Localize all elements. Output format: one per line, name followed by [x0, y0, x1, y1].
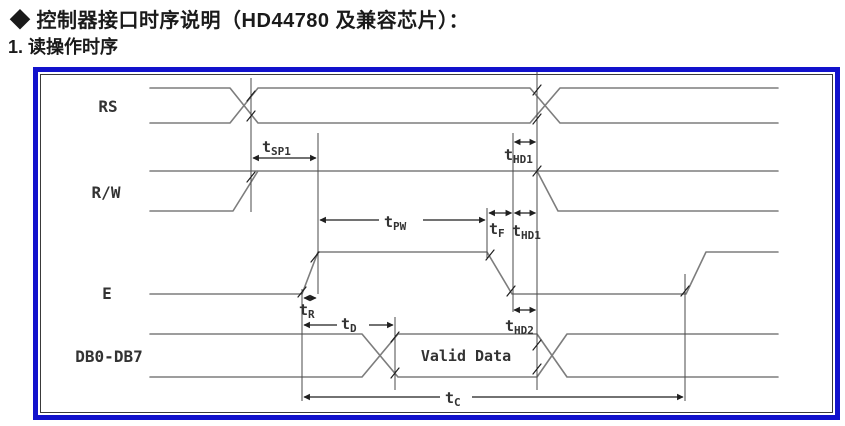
db-bus-waveform [149, 333, 779, 378]
td-label-bg [337, 316, 369, 332]
e-waveform [149, 251, 779, 295]
diagram-border [33, 67, 840, 420]
tr-label: tR [299, 301, 315, 321]
tsp1-label: tSP1 [262, 138, 291, 158]
page-title: ◆ 控制器接口时序说明（HD44780 及兼容芯片）： [10, 10, 470, 32]
thd1-bottom-label: tHD1 [512, 222, 541, 242]
section-heading: 1. 读操作时序 [8, 37, 119, 57]
thd1-top-label: tHD1 [504, 146, 533, 166]
rw-waveform [149, 170, 779, 212]
tpw-label-bg [379, 212, 423, 229]
signal-label-rs: RS [98, 97, 117, 116]
tf-label: tF [489, 220, 505, 240]
edge-tick-marks [246, 84, 690, 379]
thd2-label: tHD2 [505, 317, 534, 337]
reference-lines [250, 72, 686, 401]
valid-data-label: Valid Data [421, 347, 511, 365]
signal-label-db: DB0-DB7 [75, 347, 142, 366]
rs-waveform [149, 87, 779, 124]
tc-label-bg [440, 389, 472, 405]
signal-label-e: E [102, 284, 112, 303]
td-label: tD [341, 315, 357, 335]
signal-label-rw: R/W [92, 183, 121, 202]
tpw-label: tPW [384, 213, 407, 233]
diagram-inner-frame [40, 74, 833, 413]
tc-label: tC [445, 389, 461, 409]
